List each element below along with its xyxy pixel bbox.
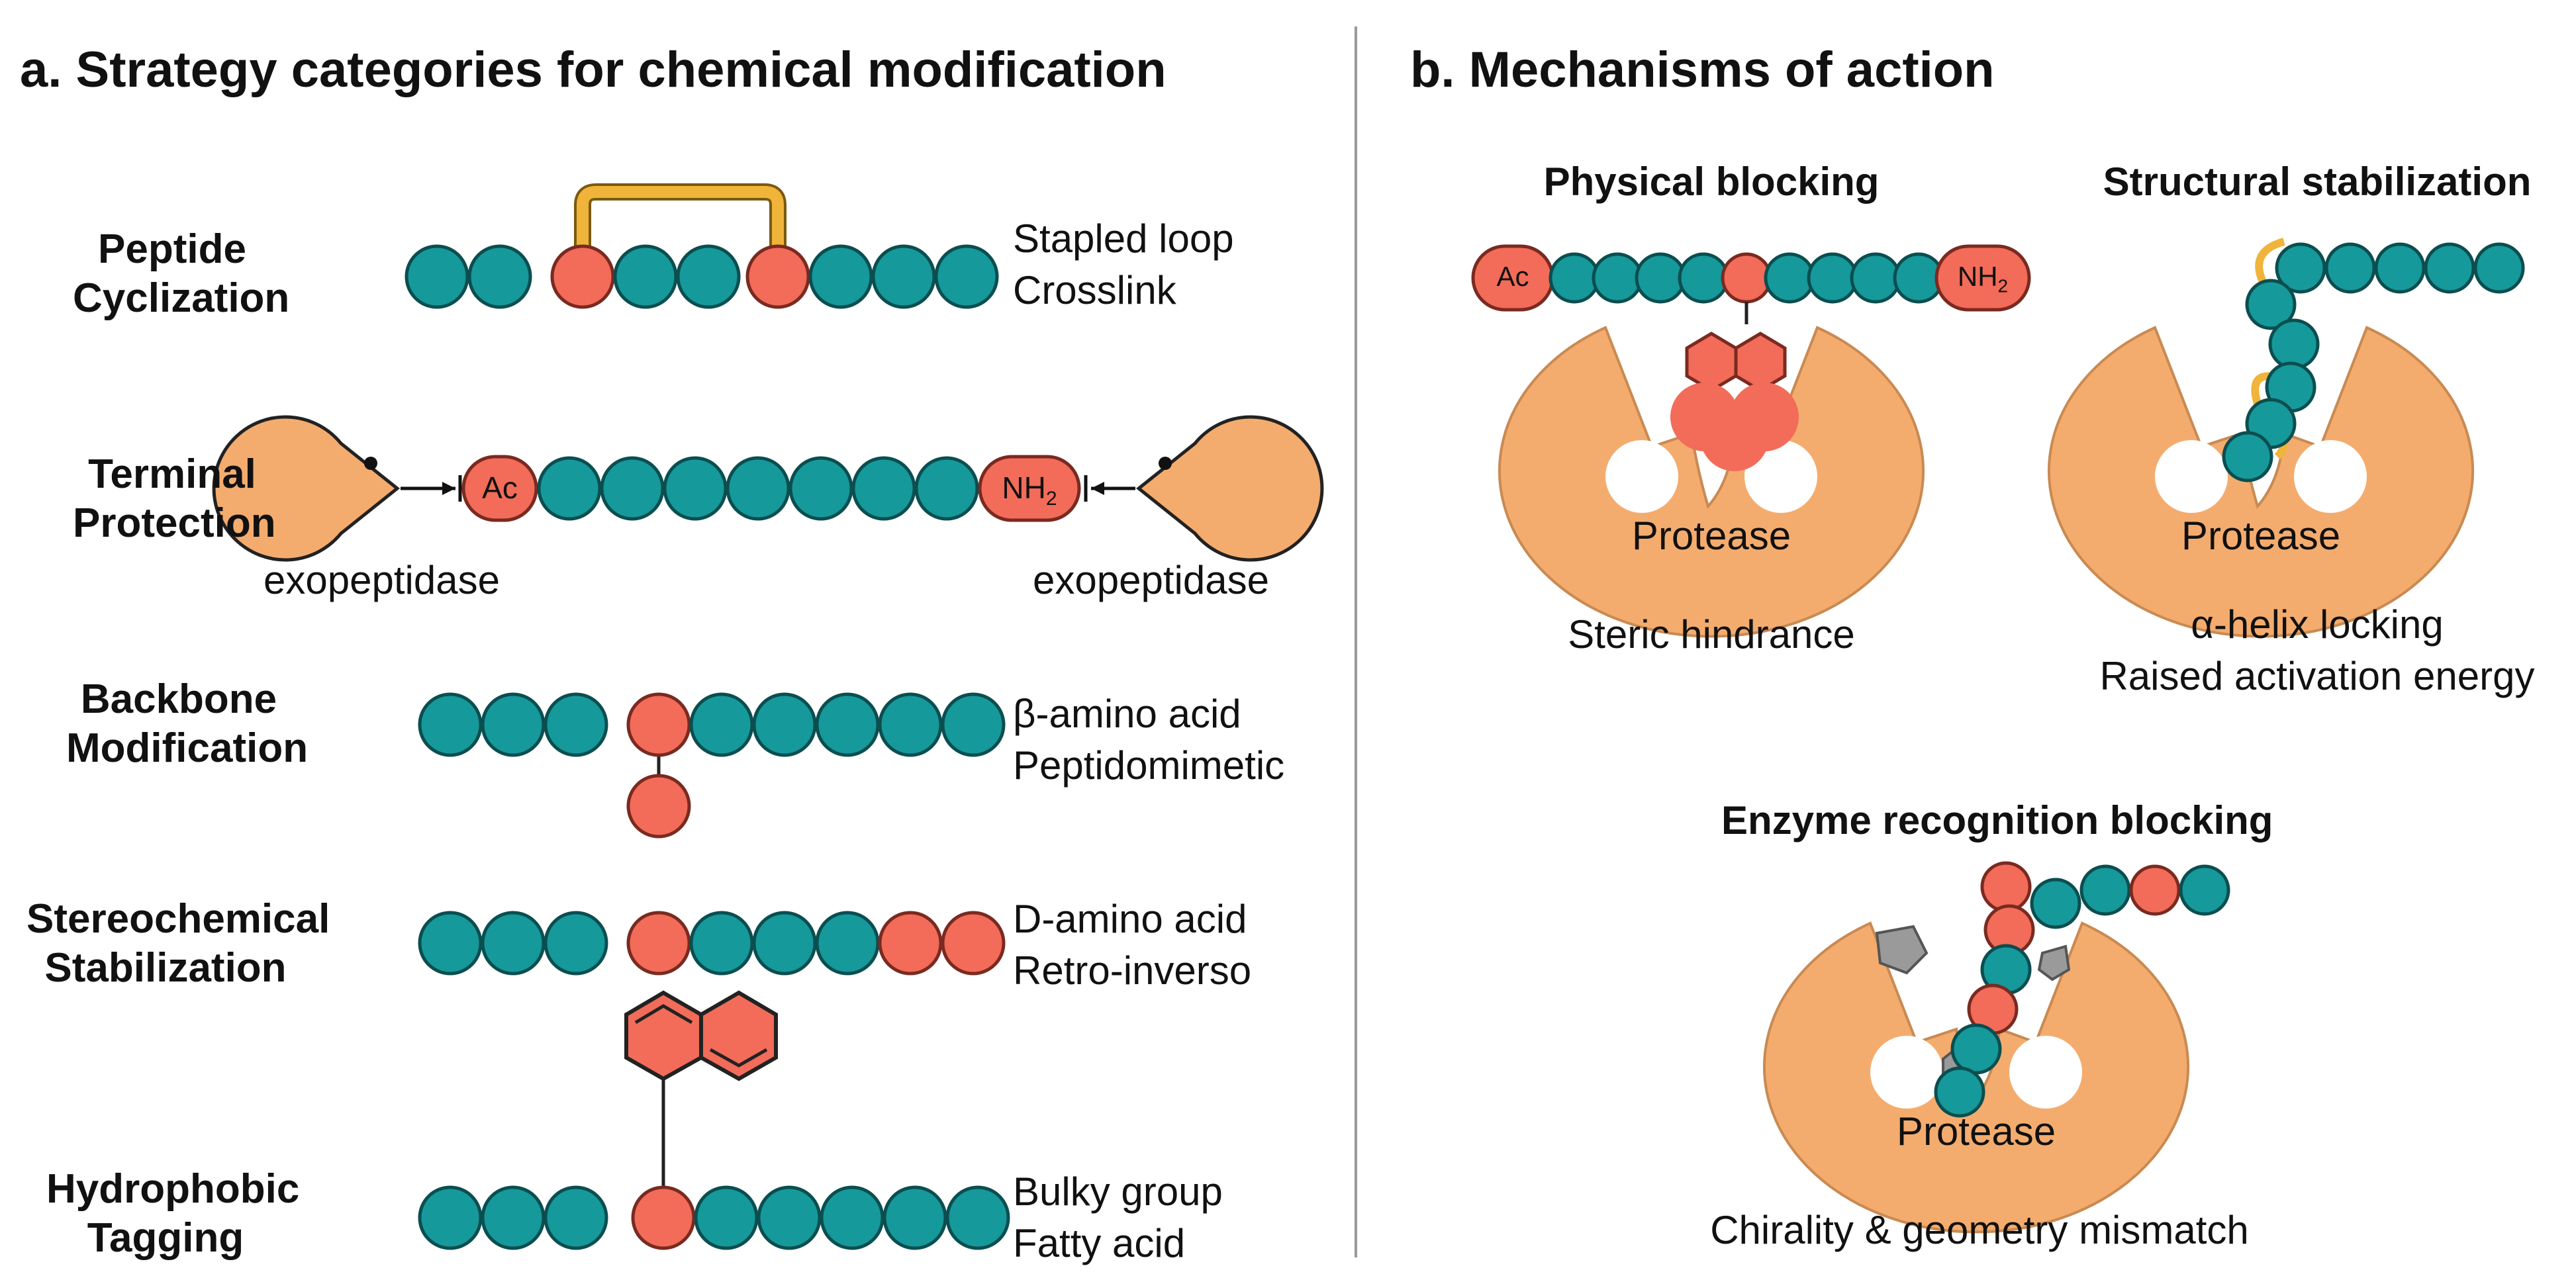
physical-protease-label: Protease	[1631, 514, 1791, 558]
helix-peptide	[2224, 238, 2523, 480]
exopeptidase-left-icon	[212, 415, 462, 562]
physical-caption: Steric hindrance	[1568, 612, 1855, 657]
exopeptidase-right-icon	[1084, 415, 1324, 562]
physical-nh2-label: NH2	[1957, 261, 2009, 296]
physical-ac-label: Ac	[1496, 261, 1529, 292]
stereochemical-chain	[420, 913, 1004, 974]
terminal-chain	[461, 455, 1081, 522]
nh2-cap-label: NH2	[1002, 471, 1057, 510]
recognition-blocking-title: Enzyme recognition blocking	[1721, 798, 2273, 843]
recognition-caption: Chirality & geometry mismatch	[1710, 1208, 2249, 1252]
ac-cap-label: Ac	[482, 471, 518, 505]
naphthalene-tag-icon	[624, 990, 778, 1191]
ac-cap	[461, 455, 538, 522]
physical-peptide	[1471, 244, 2031, 471]
physical-blocking-title: Physical blocking	[1543, 160, 1880, 204]
exopeptidase-left-label: exopeptidase	[263, 558, 500, 602]
structural-protease-label: Protease	[2181, 514, 2341, 558]
panel-a-title: a. Strategy categories for chemical modi…	[20, 42, 1167, 98]
nh2-cap	[978, 455, 1081, 522]
structural-stabilization-title: Structural stabilization	[2103, 160, 2532, 204]
recognition-protease-label: Protease	[1896, 1109, 2056, 1154]
staple-bridge	[574, 183, 787, 265]
hydrophobic-chain	[420, 1187, 1008, 1248]
panel-b-title: b. Mechanisms of action	[1410, 42, 1995, 98]
cyclization-chain	[406, 183, 997, 307]
backbone-chain	[420, 694, 1004, 837]
exopeptidase-right-label: exopeptidase	[1033, 558, 1269, 602]
